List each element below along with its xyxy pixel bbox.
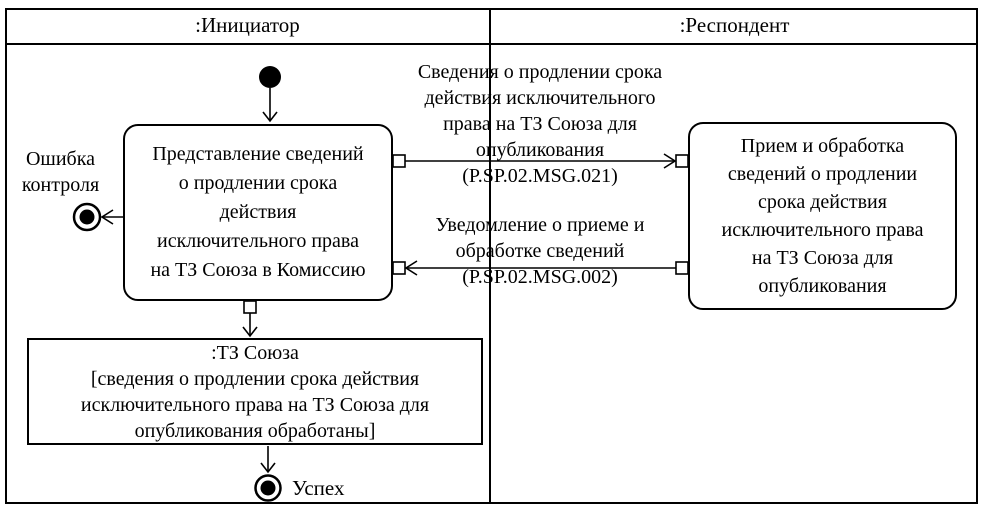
flow-to-object-arrowhead-icon <box>242 326 258 338</box>
activity-submit-extension-info: Представление сведений о продлении срока… <box>123 124 393 301</box>
lane-header-respondent: :Респондент <box>491 8 978 43</box>
input-pin-left-activity-icon <box>392 261 406 275</box>
activity-submit-extension-info-label: Представление сведений о продлении срока… <box>150 143 366 281</box>
final-node-error-core-icon <box>79 209 95 225</box>
lane-header-initiator-label: :Инициатор <box>195 13 300 37</box>
output-pin-bottom-left-activity-icon <box>243 300 257 314</box>
message-request-label: Сведения о продлении срока действия искл… <box>417 61 663 187</box>
output-pin-right-activity-icon <box>675 261 689 275</box>
lane-header-separator <box>5 43 978 45</box>
message-response-label: Уведомление о приеме и обработке сведени… <box>435 214 645 288</box>
flow-to-success-arrowhead-icon <box>260 462 276 474</box>
object-node-tz-soyuz: :ТЗ Союза [сведения о продлении срока де… <box>27 338 483 445</box>
final-node-success-core-icon <box>260 480 276 496</box>
flow-error-arrowhead-icon <box>100 209 114 225</box>
success-final-label: Успех <box>292 476 345 500</box>
input-pin-right-activity-icon <box>675 154 689 168</box>
diagram-frame <box>5 8 978 504</box>
lane-divider <box>489 8 491 504</box>
output-pin-left-activity-icon <box>392 154 406 168</box>
lane-header-respondent-label: :Респондент <box>679 13 790 37</box>
flow-response-arrowhead-icon <box>404 260 418 276</box>
initial-node-icon <box>259 66 281 88</box>
activity-receive-process-info-label: Прием и обработка сведений о продлении с… <box>721 135 924 297</box>
lane-header-initiator: :Инициатор <box>5 8 490 43</box>
flow-request-arrowhead-icon <box>663 153 677 169</box>
object-node-tz-soyuz-label: :ТЗ Союза [сведения о продлении срока де… <box>80 341 430 442</box>
activity-receive-process-info: Прием и обработка сведений о продлении с… <box>688 122 957 310</box>
flow-initial-arrowhead-icon <box>262 111 278 123</box>
error-final-label: Ошибка контроля <box>21 148 100 196</box>
